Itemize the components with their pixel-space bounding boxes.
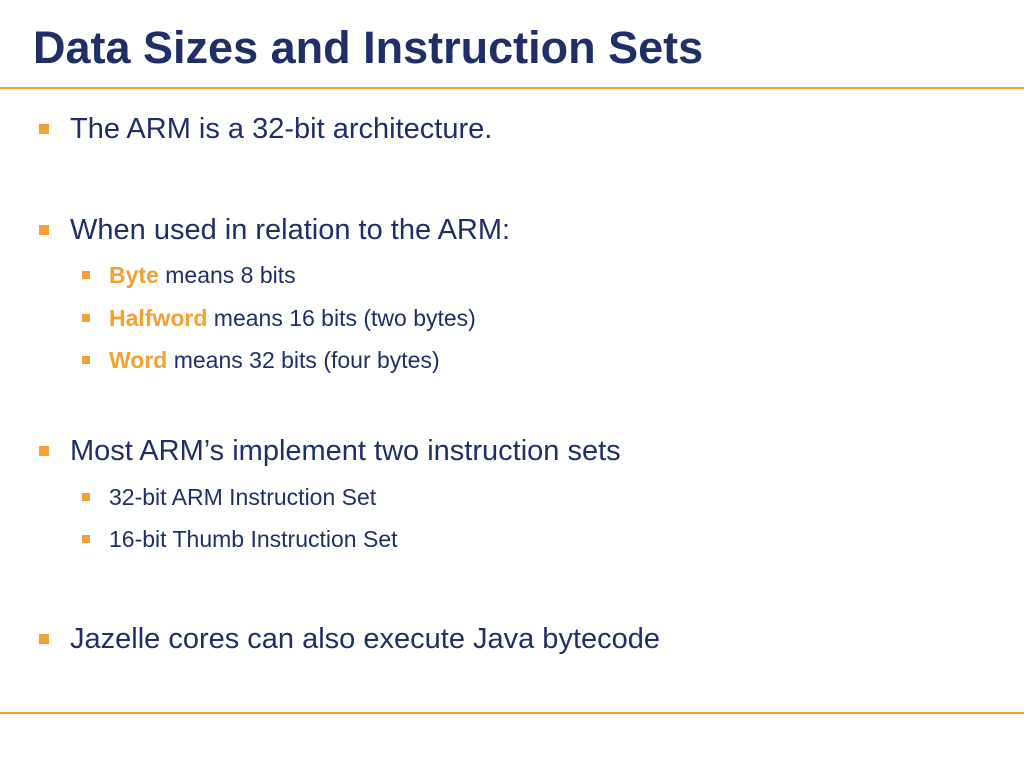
square-bullet-icon (82, 493, 90, 501)
title-divider (0, 87, 1024, 89)
term-word: Word (109, 347, 168, 373)
slide-title: Data Sizes and Instruction Sets (33, 22, 704, 73)
sub-bullet-thumb-instruction-set: 16-bit Thumb Instruction Set (82, 525, 398, 553)
square-bullet-icon (82, 535, 90, 543)
term-definition: means 32 bits (four bytes) (167, 347, 440, 373)
bullet-text: When used in relation to the ARM: (70, 214, 511, 246)
square-bullet-icon (82, 356, 90, 364)
square-bullet-icon (82, 271, 90, 279)
bullet-jazelle: Jazelle cores can also execute Java byte… (39, 621, 661, 657)
bullet-instruction-sets: Most ARM’s implement two instruction set… (39, 433, 621, 469)
square-bullet-icon (39, 225, 49, 235)
sub-bullet-text: 16-bit Thumb Instruction Set (109, 526, 398, 552)
footer-divider (0, 712, 1024, 714)
sub-bullet-word: Word means 32 bits (four bytes) (82, 346, 440, 374)
bullet-text: The ARM is a 32-bit architecture. (70, 113, 493, 145)
bullet-text: Jazelle cores can also execute Java byte… (70, 623, 661, 655)
bullet-arm-terms: When used in relation to the ARM: (39, 212, 511, 248)
square-bullet-icon (39, 124, 49, 134)
square-bullet-icon (82, 314, 90, 322)
bullet-text: Most ARM’s implement two instruction set… (70, 435, 621, 467)
term-halfword: Halfword (109, 305, 208, 331)
square-bullet-icon (39, 446, 49, 456)
term-definition: means 16 bits (two bytes) (207, 305, 476, 331)
square-bullet-icon (39, 634, 49, 644)
sub-bullet-byte: Byte means 8 bits (82, 261, 296, 289)
bullet-arm-32-bit: The ARM is a 32-bit architecture. (39, 111, 493, 147)
term-byte: Byte (109, 262, 159, 288)
term-definition: means 8 bits (158, 262, 296, 288)
sub-bullet-halfword: Halfword means 16 bits (two bytes) (82, 304, 476, 332)
sub-bullet-text: 32-bit ARM Instruction Set (109, 484, 377, 510)
sub-bullet-arm-instruction-set: 32-bit ARM Instruction Set (82, 483, 377, 511)
